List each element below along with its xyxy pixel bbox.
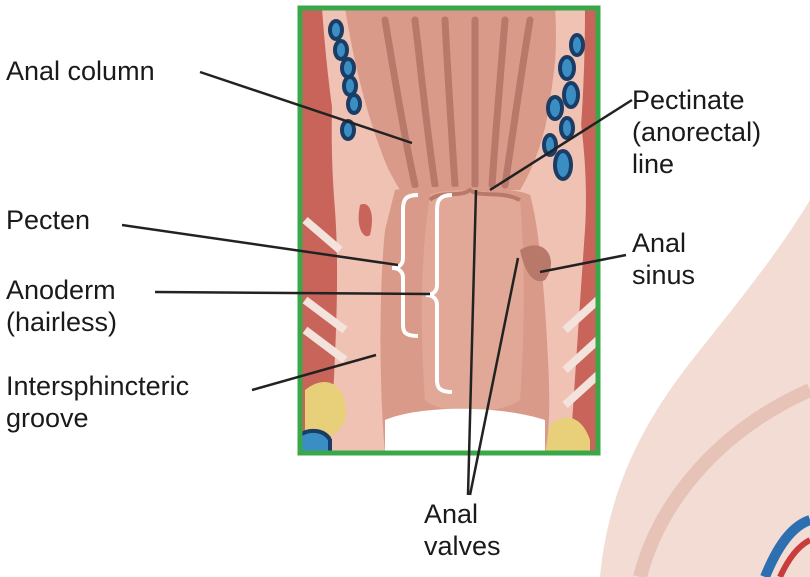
leader-lines: [121, 70, 633, 496]
left-muscle-stripe: [302, 296, 348, 334]
label-pectinate-line3: line: [632, 149, 675, 179]
label-anal-sinus-line2: sinus: [632, 260, 696, 290]
label-anal-valves-line2: valves: [424, 531, 501, 561]
label-intersphincteric-line2: groove: [6, 403, 89, 433]
right-muscle-stripe: [562, 337, 601, 373]
label-anal-sinus: Anal sinus: [632, 227, 695, 291]
perianal-skin-fold: [633, 383, 810, 577]
label-pectinate-line1: Pectinate: [632, 85, 745, 115]
label-intersphincteric-line1: Intersphincteric: [6, 371, 190, 401]
label-anoderm-line2: (hairless): [6, 307, 118, 337]
leader-anal-valves-2: [468, 257, 520, 496]
label-pecten: Pecten: [6, 205, 91, 235]
label-anal-column: Anal column: [6, 56, 155, 86]
left-muscle-stripe: [302, 326, 348, 364]
inset-frame: [297, 5, 601, 456]
perianal-skin: [600, 200, 810, 577]
label-anoderm-line1: Anoderm: [6, 275, 116, 305]
leader-anoderm: [154, 290, 431, 296]
pectinate-line-edge: [428, 187, 521, 202]
right-muscle-wall: [560, 8, 598, 453]
leader-pectinate: [489, 98, 633, 192]
label-anoderm: Anoderm (hairless): [6, 274, 117, 338]
label-anal-sinus-line1: Anal: [632, 228, 687, 258]
right-hemorrhoidal-veins: [542, 33, 585, 181]
leader-anal-column: [199, 70, 413, 145]
label-anal-valves: Anal valves: [424, 498, 501, 562]
perianal-artery: [777, 537, 810, 577]
leader-anal-valves-1: [466, 189, 478, 496]
leader-pecten: [121, 223, 399, 267]
left-muscle-stripe: [302, 216, 343, 254]
left-hemorrhoidal-veins: [328, 19, 362, 141]
leader-anal-sinus: [539, 253, 627, 274]
right-muscle-stripe: [562, 297, 601, 333]
perianal-vessel: [760, 515, 810, 577]
label-pectinate-line: Pectinate (anorectal) line: [632, 84, 761, 180]
left-pecten-notch: [358, 204, 372, 237]
right-muscle-stripe: [562, 372, 601, 408]
right-fat-pad: [540, 417, 590, 453]
pecten-brace: [391, 193, 419, 338]
bottom-vein: [298, 428, 332, 455]
leader-intersphincteric: [251, 353, 377, 392]
canal-opening: [385, 408, 545, 453]
label-anal-valves-line1: Anal: [424, 499, 479, 529]
label-intersphincteric-groove: Intersphincteric groove: [6, 370, 189, 434]
label-pectinate-line2: (anorectal): [632, 117, 762, 147]
left-fat-pad: [305, 381, 346, 439]
anal-column-folds: [381, 16, 534, 189]
